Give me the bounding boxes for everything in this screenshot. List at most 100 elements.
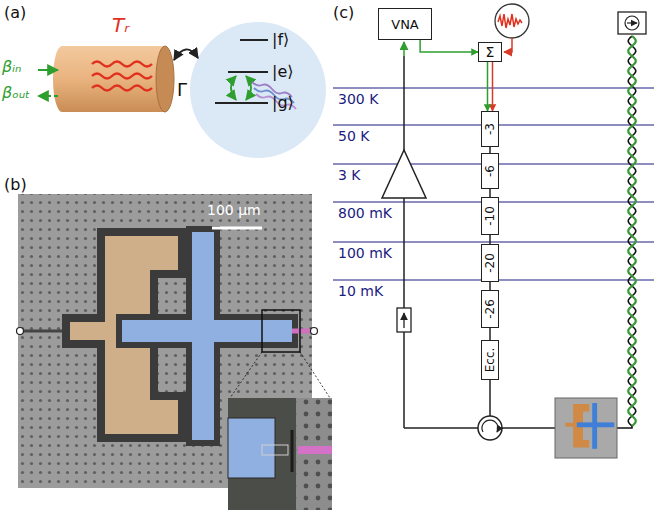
- connector: [487, 62, 489, 111]
- signal-arrow: [38, 69, 58, 71]
- sample-box: [555, 398, 617, 458]
- connector: [489, 189, 491, 197]
- temperature-label: 100 mK: [338, 245, 392, 261]
- isolator-symbol: [403, 313, 404, 328]
- output-line: [403, 56, 405, 428]
- instrument-box: VNA: [378, 8, 432, 40]
- attenuator-box: -26: [481, 290, 499, 328]
- chip-micrograph: [24, 330, 62, 333]
- transmission-line: [53, 46, 71, 112]
- chip-micrograph: [192, 232, 214, 440]
- energy-level: [240, 39, 268, 41]
- chip-micrograph: [192, 232, 214, 440]
- attenuator-box: -20: [481, 244, 499, 282]
- box-text: -3: [484, 123, 496, 135]
- filter-box: Ecc.: [481, 340, 499, 380]
- zoom-inset: [296, 398, 332, 510]
- temperature-label: 10 mK: [338, 283, 383, 299]
- transmon-bubble: [190, 22, 326, 158]
- combiner-box: Σ: [478, 42, 502, 62]
- panel-label: (b): [4, 176, 27, 194]
- temperature-label: 3 K: [338, 167, 361, 183]
- connector: [489, 282, 491, 290]
- transmission-line: [156, 46, 174, 112]
- temperature-label: 800 mK: [338, 205, 392, 221]
- temperature-stage-line: [333, 241, 654, 242]
- zoom-inset: [262, 310, 300, 352]
- coupling-arrow: [174, 49, 198, 60]
- flux-bias-source: [627, 22, 637, 23]
- energy-level: [228, 71, 268, 73]
- chip-micrograph: [212, 227, 262, 230]
- noise-source: [504, 38, 512, 52]
- field-label: βₒᵤₜ: [2, 84, 30, 102]
- box-text: Σ: [486, 45, 495, 59]
- drive-arrow: [231, 76, 236, 100]
- chip-micrograph: [17, 194, 318, 488]
- zoom-inset: [291, 430, 294, 472]
- box-text: -26: [484, 299, 496, 319]
- thermal-noise-wave: [92, 74, 152, 79]
- twisted-pair-cable: [628, 36, 635, 426]
- drive-arrow: [246, 76, 251, 100]
- noise-source: [495, 4, 529, 38]
- attenuator-box: -10: [481, 197, 499, 235]
- flux-bias-source: [625, 16, 639, 30]
- twisted-pair-cable: [628, 36, 635, 426]
- noise-source: [498, 14, 522, 28]
- circulator-symbol: [482, 420, 498, 432]
- transmission-line: [53, 46, 174, 112]
- box-text: -20: [484, 253, 496, 273]
- box-text: -6: [484, 165, 496, 177]
- isolator-symbol: [397, 308, 411, 332]
- circulator-symbol: [478, 416, 502, 440]
- zoom-inset: [262, 445, 288, 455]
- chip-micrograph: [311, 328, 318, 335]
- zoom-inset: [228, 398, 332, 510]
- input-line: [502, 427, 555, 429]
- zoom-inset: [228, 310, 332, 510]
- amplifier-symbol: [382, 150, 426, 198]
- thermal-noise-wave: [92, 62, 152, 91]
- signal-arrow: [38, 70, 58, 96]
- connector: [489, 328, 491, 340]
- sample-box: [555, 398, 617, 458]
- drive-arrow: [231, 76, 251, 100]
- energy-level: [215, 40, 268, 103]
- state-label: |e⟩: [272, 63, 293, 81]
- box-text: VNA: [391, 18, 419, 31]
- chip-micrograph: [17, 328, 24, 335]
- temperature-stage-line: [333, 87, 654, 88]
- box-text: Ecc.: [484, 348, 496, 373]
- state-label: |g⟩: [272, 94, 294, 112]
- rate-label: Γ: [177, 80, 187, 101]
- panel-label: (a): [4, 4, 26, 22]
- circulator-symbol: [478, 416, 502, 440]
- temperature-label: 50 K: [338, 128, 369, 144]
- state-label: |f⟩: [272, 31, 289, 49]
- connector: [420, 40, 478, 52]
- temperature-symbol: Tᵣ: [112, 14, 129, 37]
- twisted-pair-cable: [617, 36, 636, 428]
- sample-box: [565, 403, 614, 449]
- twisted-pair-cable: [617, 426, 632, 428]
- isolator-symbol: [397, 308, 411, 332]
- attenuator-box: -3: [481, 111, 499, 147]
- zoom-inset: [230, 352, 262, 398]
- connector: [489, 235, 491, 244]
- amplifier-symbol: [382, 150, 426, 198]
- signal-arrow: [38, 95, 58, 97]
- zoom-inset: [300, 352, 330, 398]
- flux-bias-source: [618, 12, 646, 34]
- panel-label: (c): [333, 4, 354, 22]
- energy-level: [215, 102, 268, 104]
- output-line: [403, 42, 405, 56]
- transmon-bubble: [190, 22, 326, 158]
- chip-micrograph: [292, 329, 310, 334]
- flux-bias-source: [618, 12, 646, 34]
- field-label: βᵢₙ: [2, 58, 21, 76]
- coupling-arrow: [174, 49, 198, 60]
